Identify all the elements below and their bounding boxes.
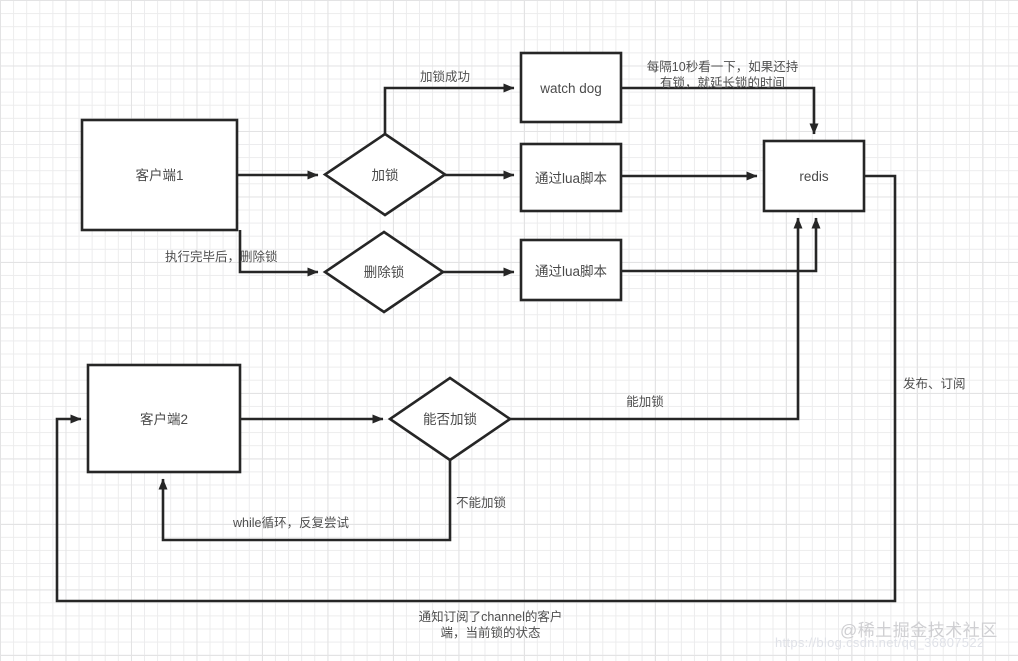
edge-label-watchdog-note-line2: 有锁，就延长锁的时间 (659, 76, 785, 90)
watermark-text: @稀土掘金技术社区 (840, 621, 998, 640)
edge-label-cannot-lock: 不能加锁 (456, 496, 507, 510)
node-unlock-decision-label: 删除锁 (363, 265, 405, 280)
node-client1-shape (80, 118, 239, 232)
node-lock-decision-shape (322, 132, 448, 217)
node-lua-lock-label: 通过lua脚本 (534, 171, 607, 186)
node-watchdog-shape (519, 51, 623, 124)
edge-label-after-exec-delete-lock: 执行完毕后，删除锁 (165, 250, 278, 264)
edge-can-lock-to-redis (510, 217, 803, 421)
edge-watchdog-to-redis (621, 86, 819, 135)
edge-redis-publish-subscribe (55, 174, 897, 603)
node-can-lock-decision-label: 能否加锁 (423, 412, 477, 427)
node-client1-label: 客户端1 (135, 168, 184, 183)
node-redis-shape (762, 139, 866, 213)
edge-label-notify-line1: 通知订阅了channel的客户 (418, 610, 563, 624)
node-client2-label: 客户端2 (139, 412, 188, 427)
node-client2-shape (86, 363, 242, 474)
edge-label-while-retry: while循环，反复尝试 (233, 516, 349, 530)
node-lua-unlock-label: 通过lua脚本 (534, 264, 607, 279)
edge-label-watchdog-note-line1: 每隔10秒看一下，如果还持 (646, 60, 799, 74)
node-unlock-decision-shape (322, 230, 446, 314)
edge-label-lock-success: 加锁成功 (419, 70, 470, 84)
edge-lock-to-watchdog (383, 83, 515, 134)
edge-while-retry-loop (158, 460, 452, 542)
node-redis-label: redis (799, 169, 829, 184)
edge-lua-unlock-to-redis (621, 217, 821, 273)
watermark-url: https://blog.csdn.net/qq_36807522 (775, 635, 985, 650)
node-lua-lock-shape (519, 142, 623, 213)
node-lua-unlock-shape (519, 238, 623, 302)
edge-client1-to-unlock (238, 230, 319, 277)
edge-label-can-lock: 能加锁 (626, 395, 664, 409)
node-watchdog-label: watch dog (540, 81, 602, 96)
node-lock-decision-label: 加锁 (371, 168, 399, 183)
edge-label-notify-line2: 端，当前锁的状态 (440, 626, 541, 640)
edge-label-publish-subscribe: 发布、订阅 (903, 377, 966, 391)
